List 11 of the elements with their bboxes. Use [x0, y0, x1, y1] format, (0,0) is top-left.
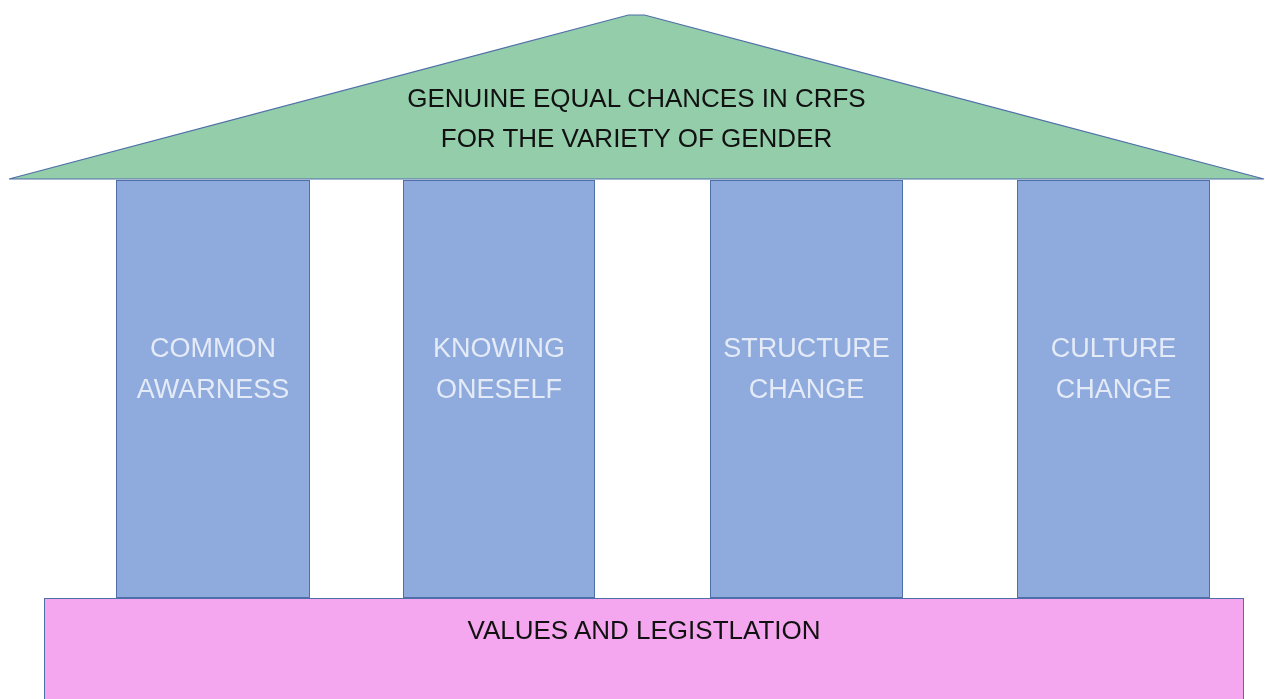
pillar-label: COMMON AWARNESS	[135, 332, 291, 406]
pillar	[116, 180, 310, 598]
pillar-label: CULTURE CHANGE	[1049, 332, 1178, 406]
base-slab	[44, 598, 1244, 699]
pillar-label: KNOWING ONESELF	[432, 332, 566, 406]
pillar	[1017, 180, 1210, 598]
roof-label: GENUINE EQUAL CHANCES IN CRFS FOR THE VARIETY OF GENDER	[406, 82, 867, 155]
pillar	[403, 180, 595, 598]
base-label: VALUES AND LEGISTLATION	[467, 615, 821, 647]
pillar	[710, 180, 903, 598]
pillar-label: STRUCTURE CHANGE	[722, 332, 891, 406]
